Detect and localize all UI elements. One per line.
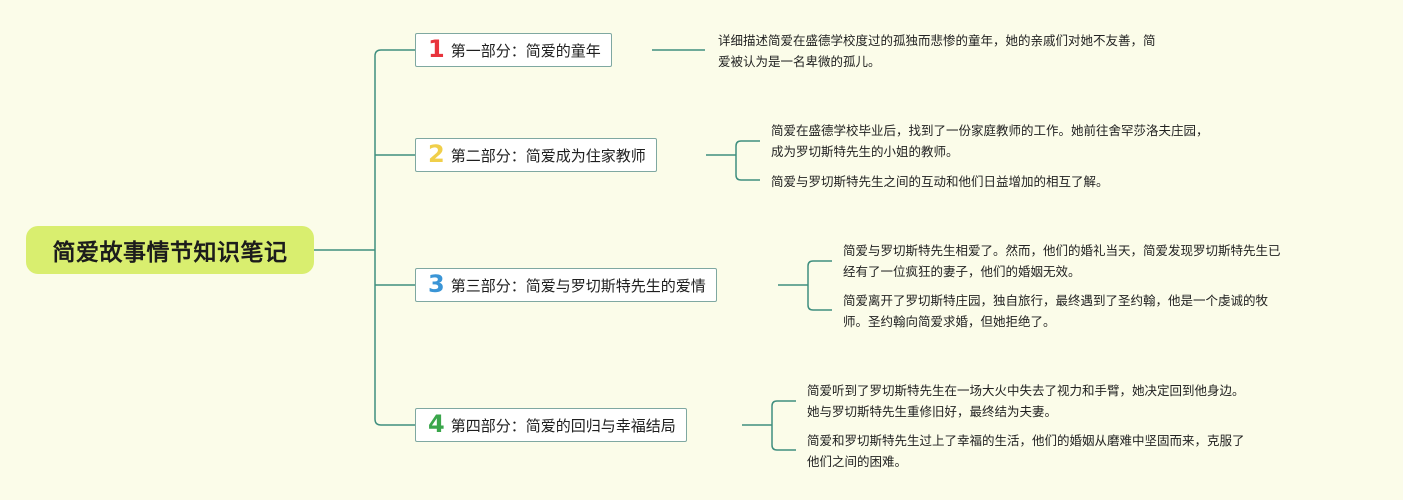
connector-leaf-4-2 [771, 444, 796, 451]
branch-node-2[interactable]: 2 第二部分：简爱成为住家教师 [415, 138, 657, 172]
leaf-note-2-1: 简爱在盛德学校毕业后，找到了一份家庭教师的工作。她前往舍罕莎洛夫庄园， 成为罗切… [771, 123, 1209, 159]
branch-number-icon: 1 [428, 35, 445, 63]
connector-leaf-2-1 [735, 140, 760, 147]
connector-leaf-3-1 [807, 260, 832, 267]
branch-label: 第四部分：简爱的回归与幸福结局 [450, 416, 676, 435]
root-title: 简爱故事情节知识笔记 [52, 240, 288, 266]
connector-leaf-3-2 [807, 304, 832, 311]
root-node[interactable]: 简爱故事情节知识笔记 [26, 226, 314, 274]
branch-number-icon: 2 [428, 140, 445, 168]
branch-label: 第一部分：简爱的童年 [450, 41, 601, 60]
branch-node-3[interactable]: 3 第三部分：简爱与罗切斯特先生的爱情 [415, 268, 717, 302]
leaf-note-2-2: 简爱与罗切斯特先生之间的互动和他们日益增加的相互了解。 [771, 174, 1109, 189]
connector-branch-1 [374, 49, 415, 57]
branch-node-4[interactable]: 4 第四部分：简爱的回归与幸福结局 [415, 408, 687, 442]
branch-number-icon: 3 [428, 270, 445, 298]
connector-leaf-4-1 [771, 400, 796, 407]
leaf-note-4-1: 简爱听到了罗切斯特先生在一场大火中失去了视力和手臂，她决定回到他身边。 她与罗切… [807, 383, 1245, 419]
leaf-note-4-2: 简爱和罗切斯特先生过上了幸福的生活，他们的婚姻从磨难中坚固而来，克服了 他们之间… [807, 433, 1245, 469]
leaf-note-3-2: 简爱离开了罗切斯特庄园，独自旅行，最终遇到了圣约翰，他是一个虔诚的牧 师。圣约翰… [843, 293, 1269, 329]
branch-node-1[interactable]: 1 第一部分：简爱的童年 [415, 33, 612, 67]
leaf-note-3-1: 简爱与罗切斯特先生相爱了。然而，他们的婚礼当天，简爱发现罗切斯特先生已 经有了一… [843, 243, 1281, 279]
branch-label: 第三部分：简爱与罗切斯特先生的爱情 [450, 276, 706, 295]
leaf-note-1-1: 详细描述简爱在盛德学校度过的孤独而悲惨的童年，她的亲戚们对她不友善，简 爱被认为… [718, 33, 1156, 69]
branch-label: 第二部分：简爱成为住家教师 [450, 146, 646, 165]
connector-branch-4 [374, 418, 415, 426]
connector-leaf-2-2 [735, 174, 760, 181]
branch-number-icon: 4 [428, 410, 445, 438]
